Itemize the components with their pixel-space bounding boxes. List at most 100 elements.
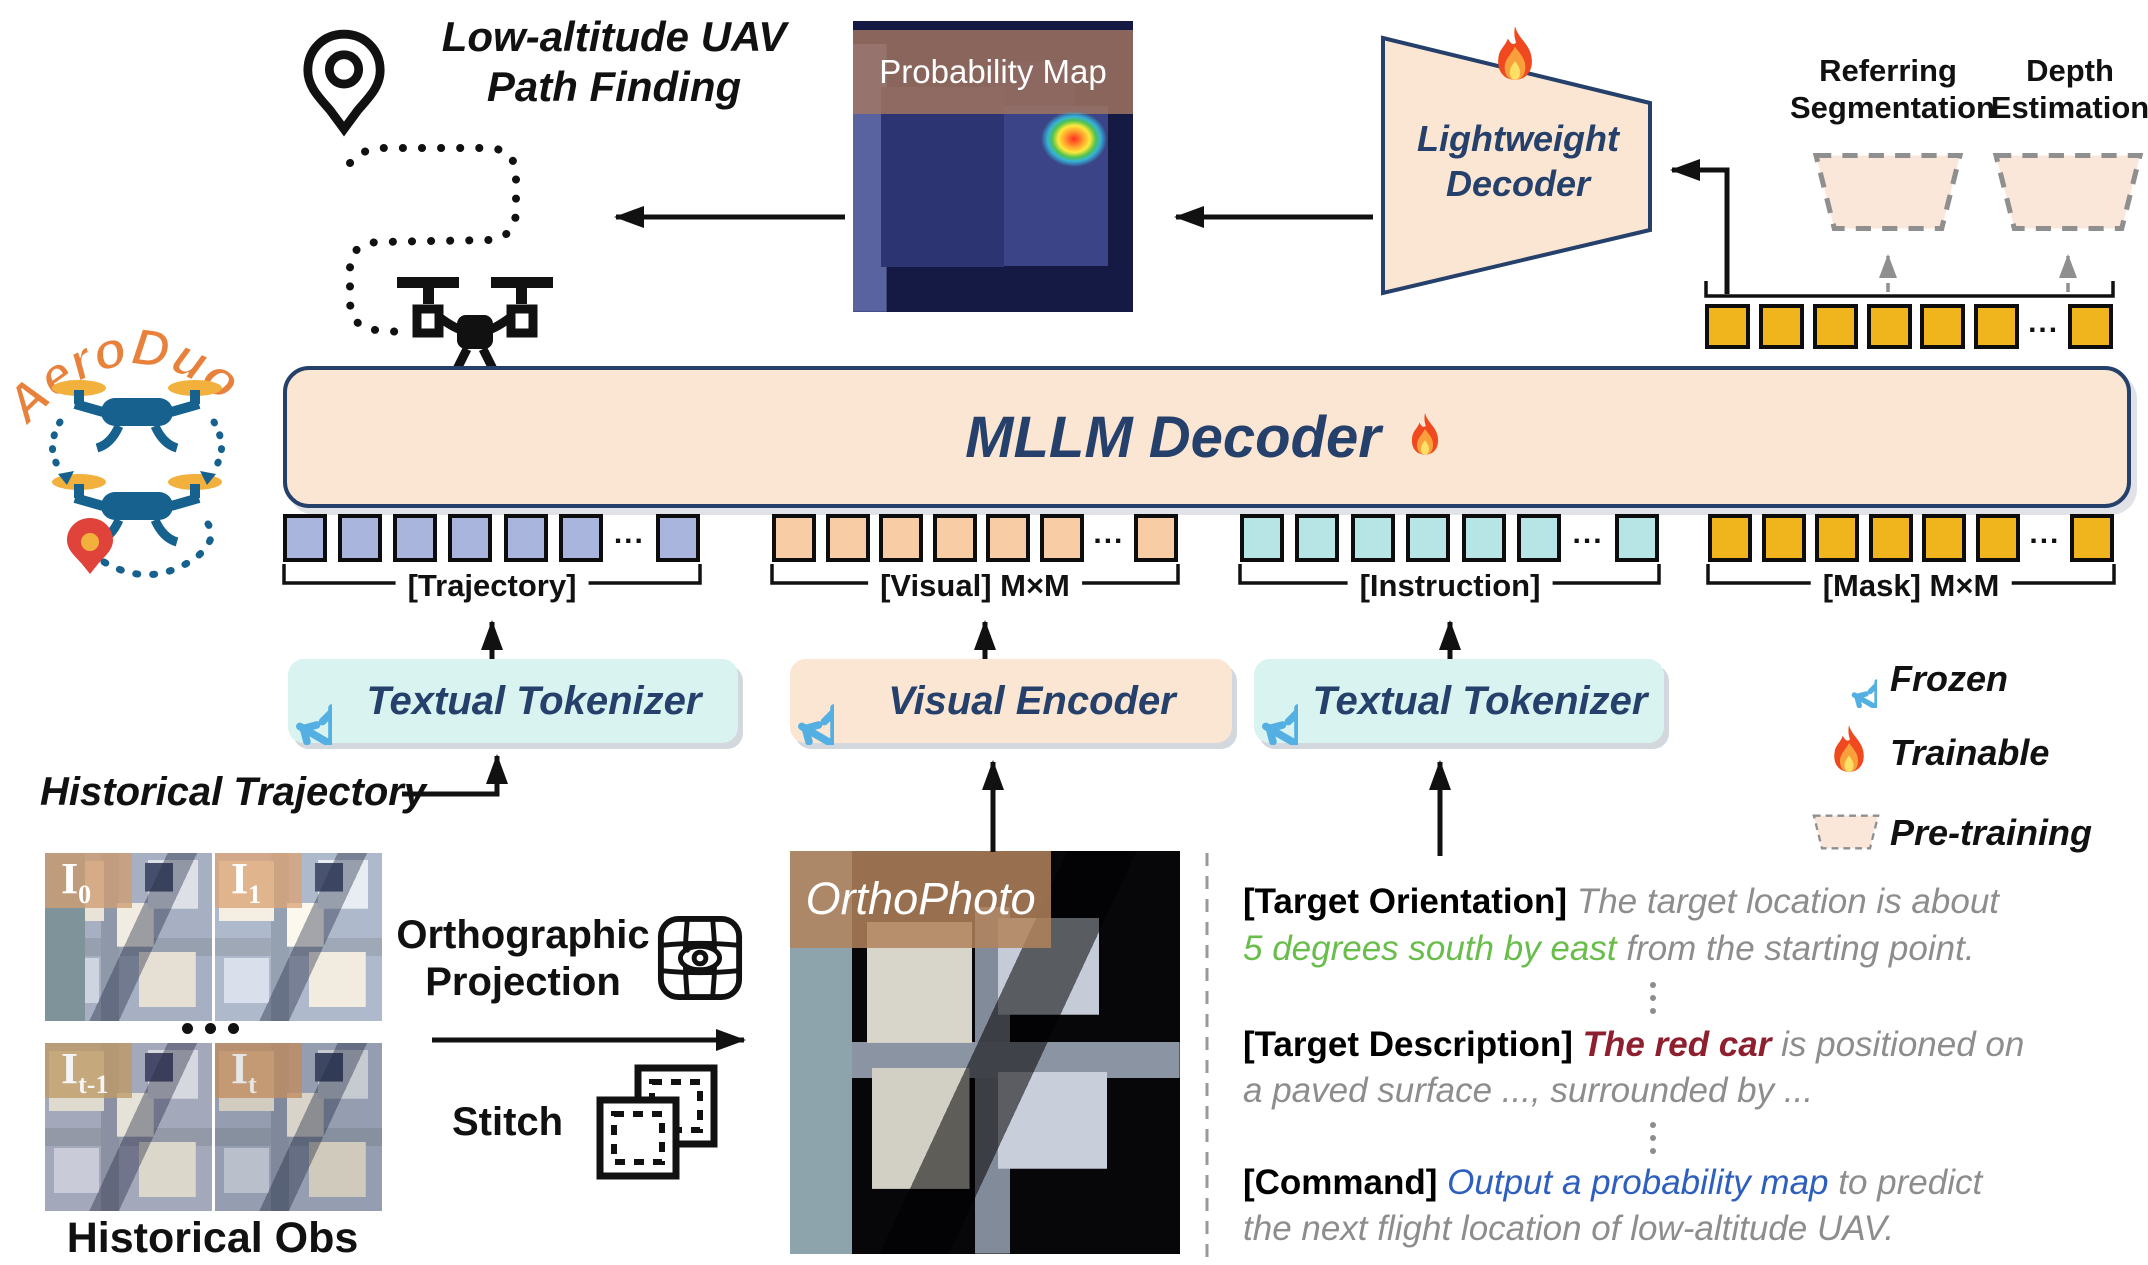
token [879,514,924,562]
instruction-group-label: [Instruction] [1347,568,1553,604]
token [338,514,383,562]
token [1406,514,1451,562]
fire-icon [1401,411,1449,463]
token [283,514,327,562]
output-token-row: ... [1705,304,2113,349]
legend-frozen-label: Frozen [1890,658,2009,699]
token [1350,514,1395,562]
prompt-command-line1: [Command] Output a probability map to pr… [1243,1163,1983,1202]
token [1133,514,1178,562]
visual-encoder-box: Visual Encoder [790,659,1232,743]
token [2069,514,2114,562]
token [503,514,548,562]
prompt-description-line1: [Target Description] The red car is posi… [1243,1025,2025,1064]
vertical-ellipsis [1650,1122,1656,1154]
fire-icon [1484,24,1546,90]
visual-group-label: [Visual] M×M [868,568,1082,604]
prompt-description-line2: a paved surface ..., surrounded by ... [1243,1071,1814,1110]
visual-token-row: ... [772,514,1178,562]
location-pin-icon [303,29,385,137]
obs-ellipsis [182,1023,239,1034]
fire-icon [1822,722,1876,782]
token [772,514,816,562]
prompt-orientation-line2: 5 degrees south by east from the startin… [1243,929,1975,968]
token [1866,304,1912,349]
depth-estimation-trapezoid [1992,150,2144,234]
frame-label: It-1 [61,1044,109,1099]
prompt-orientation-line1: [Target Orientation] The target location… [1243,882,2000,921]
probability-map-image: Probability Map [853,21,1133,312]
aeroduo-logo: AeroDuo [2,317,252,579]
token [1975,514,2020,562]
legend-pretraining-label: Pre-training [1890,812,2093,853]
token [1761,514,1806,562]
token [1240,514,1284,562]
token [1974,304,2020,349]
vertical-ellipsis [1650,982,1656,1014]
historical-obs-image-t-1: It-1 [45,1043,212,1211]
token [393,514,438,562]
frame-label-chip: I1 [215,853,302,909]
frame-label: I0 [61,854,92,909]
token [448,514,493,562]
snowflake-icon [244,657,332,745]
token [1758,304,1804,349]
token [932,514,977,562]
projection-eye-icon [657,915,743,1001]
frame-label: It [231,1044,257,1099]
stitch-icon [596,1064,718,1180]
frame-label-chip: I0 [45,853,132,909]
snowflake-icon [1210,657,1298,745]
drone-icon [397,277,553,372]
trajectory-group-label: [Trajectory] [395,568,589,604]
token-ellipsis: ... [1093,517,1125,550]
prompt-command-line2: the next flight location of low-altitude… [1243,1209,1895,1248]
mask-group-label: [Mask] M×M [1810,568,2012,604]
token [1868,514,1913,562]
textual-tokenizer-right-label: Textual Tokenizer [1312,678,1648,723]
dotted-flight-path [346,144,520,336]
arrow-masktokens-to-decoder [1670,159,1730,294]
legend-trainable-label: Trainable [1890,732,2050,773]
stitch-label: Stitch [452,1100,564,1144]
probability-map-label-band: Probability Map [853,29,1133,115]
logo-drone-bottom [52,474,222,547]
logo-swap-arrow-right [208,418,225,476]
frame-label-chip: It [215,1043,302,1099]
orthophoto-label: OrthoPhoto [805,873,1036,925]
orthophoto-label-band: OrthoPhoto [790,851,1052,948]
frame-label: I1 [231,854,262,909]
token [1614,514,1659,562]
visual-encoder-label: Visual Encoder [888,678,1176,723]
bracket-output-tokens [1704,281,2115,298]
snowflake-icon [746,657,834,745]
token-ellipsis: ... [1572,517,1604,550]
flight-path-and-drone [346,144,553,372]
token [1039,514,1084,562]
textual-tokenizer-left-box: Textual Tokenizer [288,659,738,743]
token [1295,514,1340,562]
historical-obs-image-1: I1 [215,853,382,1021]
token [1517,514,1562,562]
mask-token-row: ... [1708,514,2114,562]
token [558,514,603,562]
token-ellipsis: ... [2028,305,2060,339]
token [1815,514,1860,562]
historical-obs-caption: Historical Obs [66,1214,359,1262]
token [986,514,1031,562]
probability-heat-spot [1040,111,1107,168]
orthophoto-image: OrthoPhoto [790,851,1180,1254]
referring-segmentation-trapezoid [1812,150,1964,234]
task-title: Low-altitude UAV Path Finding [441,13,787,110]
historical-obs-image-t: It [215,1043,382,1211]
probability-map-label: Probability Map [879,52,1107,90]
token [656,514,700,562]
historical-trajectory-label: Historical Trajectory [40,770,427,814]
referring-segmentation-label: Referring Segmentation [1790,53,1995,125]
depth-estimation-label: Depth Estimation [1990,53,2148,125]
trajectory-token-row: ... [283,514,700,562]
historical-obs-image-0: I0 [45,853,212,1021]
token-ellipsis: ... [2029,517,2061,550]
textual-tokenizer-left-label: Textual Tokenizer [366,678,702,723]
